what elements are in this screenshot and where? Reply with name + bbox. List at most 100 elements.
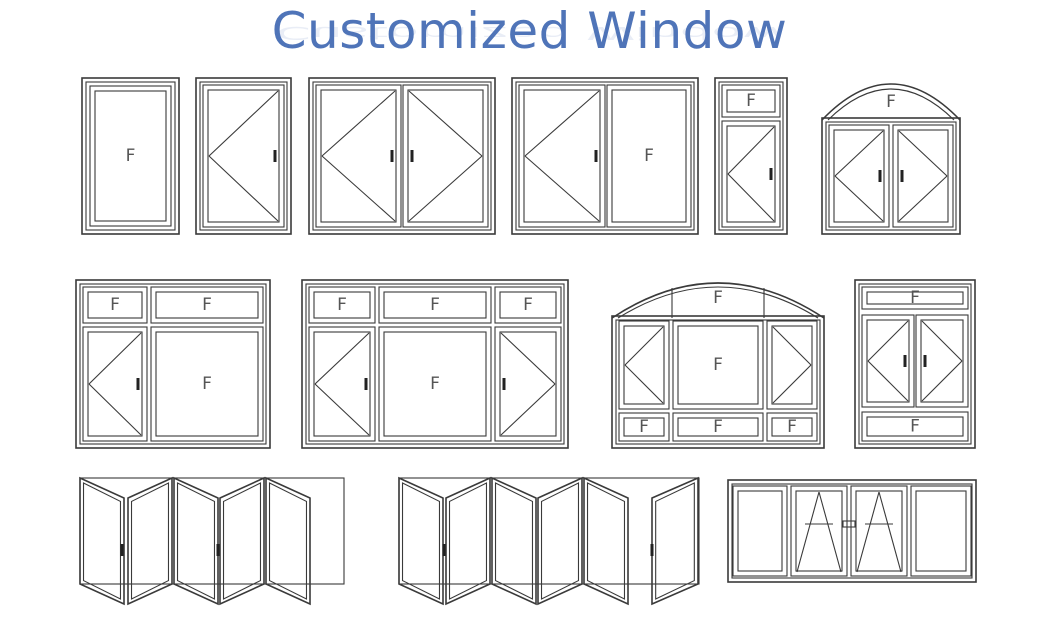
folding-panel [219, 476, 265, 606]
window-transom-double-bottom: FF [854, 279, 976, 449]
glass-line [207, 89, 280, 223]
opening-line [772, 326, 812, 366]
glass-line [313, 291, 371, 319]
window-transom-casement: F [714, 77, 788, 235]
opening-line [88, 383, 142, 436]
fixed-pane-label: F [639, 417, 649, 437]
door-bifold-five [79, 476, 345, 606]
glass-line [499, 291, 557, 319]
opening-line [834, 130, 884, 177]
handle-icon [650, 544, 654, 556]
handle-icon [878, 170, 882, 182]
fixed-pane-label: F [430, 295, 440, 315]
fixed-pane-label: F [787, 417, 797, 437]
pane-outline [402, 84, 489, 228]
glass-line [866, 319, 910, 403]
pane-outline [618, 412, 670, 442]
glass-line [383, 291, 487, 319]
pane-outline [606, 84, 692, 228]
pane-outline [721, 120, 781, 228]
opening-line [856, 491, 880, 573]
opening-line [321, 155, 396, 222]
frame-outline [301, 279, 569, 449]
opening-line [408, 155, 483, 222]
pane-outline [618, 320, 670, 410]
frame-outline [727, 479, 977, 583]
opening-line [834, 175, 884, 222]
pane-outline [89, 85, 172, 227]
opening-line [867, 320, 909, 362]
frame-outline [821, 117, 961, 235]
glass-line [677, 325, 759, 405]
opening-line [314, 383, 370, 436]
fixed-pane-label: F [910, 417, 920, 437]
opening-outline [398, 477, 700, 585]
frame-outline [308, 77, 496, 235]
door-bifold-six [398, 476, 700, 606]
pane-outline [672, 412, 764, 442]
folding-panel [537, 476, 583, 606]
handle-icon [273, 150, 277, 162]
window-casement-double [308, 77, 496, 235]
folding-panel [583, 476, 629, 606]
glass-line [586, 482, 626, 600]
frame-inner-line [305, 283, 565, 445]
glass-line [523, 89, 601, 223]
pane-outline [150, 326, 264, 442]
glass-line [94, 90, 167, 222]
fixed-pane-label: F [886, 92, 896, 112]
fixed-pane-label: F [202, 374, 212, 394]
frame-inner-line [312, 81, 492, 231]
window-casement-single [195, 77, 292, 235]
pane-outline [494, 326, 562, 442]
glass-line [176, 482, 216, 600]
glass-line [222, 482, 262, 600]
pane-outline [308, 326, 376, 442]
opening-line [727, 126, 775, 175]
glass-line [726, 89, 776, 113]
glass-line [540, 482, 580, 600]
handle-icon [900, 170, 904, 182]
arch-inner-line [827, 88, 955, 121]
opening-line [796, 491, 820, 573]
pane-outline [915, 314, 969, 408]
pane-outline [82, 326, 148, 442]
pane-outline [672, 320, 764, 410]
fixed-pane-label: F [746, 91, 756, 111]
opening-line [867, 360, 909, 402]
pane-outline [82, 286, 148, 324]
opening-outline [79, 477, 345, 585]
handle-icon [390, 150, 394, 162]
handle-icon [216, 544, 220, 556]
pane-outline [790, 485, 848, 577]
frame-outline [511, 77, 699, 235]
fixed-pane-label: F [110, 295, 120, 315]
glass-line [407, 89, 484, 223]
pane-outline [861, 411, 969, 442]
fixed-pane-label: F [523, 295, 533, 315]
glass-line [268, 482, 308, 600]
glass-line [771, 417, 813, 437]
opening-line [208, 90, 279, 157]
page-title: Customized Window [271, 2, 788, 60]
glass-line [915, 490, 967, 572]
pane-outline [732, 485, 788, 577]
pane-outline [378, 286, 492, 324]
handle-icon [769, 168, 773, 180]
opening-line [772, 364, 812, 404]
glass-line [833, 129, 885, 223]
glass-line [771, 325, 813, 405]
pane-outline [518, 84, 606, 228]
opening-line [524, 155, 600, 222]
glass-line [383, 331, 487, 437]
opening-line [921, 360, 963, 402]
opening-line [408, 90, 483, 157]
fixed-pane-label: F [713, 288, 723, 308]
frame-inner-line [79, 283, 267, 445]
opening-line [500, 332, 556, 385]
glass-line [155, 291, 259, 319]
window-tilt-four [727, 479, 977, 583]
